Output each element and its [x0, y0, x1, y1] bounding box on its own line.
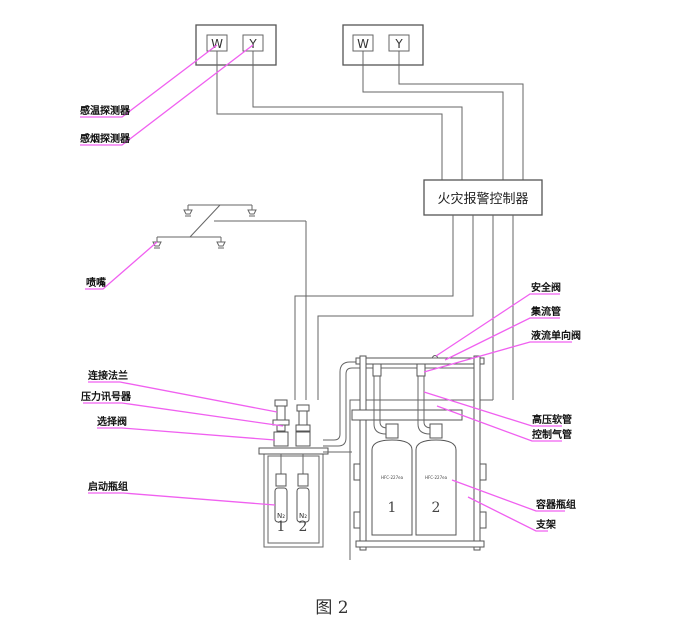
container-bottle-2-number: 2 [432, 500, 441, 516]
label-smoke-detector: 感烟探测器 [80, 132, 131, 145]
label-starter-bottle-group: 启动瓶组 [88, 480, 128, 493]
label-high-pressure-hose: 高压软管 [532, 413, 572, 426]
leader-lines [80, 44, 572, 532]
container-bottle-1-model: HFC-227ea [381, 475, 404, 480]
controller-wiring [214, 215, 514, 560]
label-connecting-flange: 连接法兰 [88, 369, 128, 382]
label-control-gas-pipe: 控制气管 [532, 428, 572, 441]
starter-bottle-2-number: 2 [299, 519, 308, 535]
label-selector-valve: 选择阀 [97, 415, 127, 428]
starter-bottle-2-gas: N₂ [299, 512, 307, 520]
nozzle-piping [156, 204, 253, 242]
detector-2: W Y [342, 24, 424, 66]
label-check-valve: 液流单向阀 [531, 329, 581, 342]
detector-1-terminal-y: Y [248, 37, 257, 51]
starter-bottle-group: N₂ N₂ 1 2 [258, 399, 329, 548]
label-heat-detector: 感温探测器 [80, 104, 131, 117]
safety-valve [431, 355, 439, 359]
fire-alarm-controller: 火灾报警控制器 [423, 179, 543, 216]
detector-1: W Y [195, 24, 277, 66]
figure-caption: 图 2 [315, 598, 348, 618]
control-gas-pipe [323, 361, 480, 453]
container-bottle-1-number: 1 [388, 500, 397, 516]
container-bottle-1: HFC-227ea 1 [371, 423, 413, 536]
controller-label: 火灾报警控制器 [437, 191, 528, 207]
label-safety-valve: 安全阀 [531, 281, 561, 294]
detector-2-terminal-w: W [357, 37, 369, 51]
label-rack: 支架 [535, 518, 556, 531]
detector-wiring [216, 51, 524, 180]
nozzle-icon [152, 209, 257, 249]
label-nozzle: 喷嘴 [86, 276, 106, 289]
label-manifold: 集流管 [530, 305, 561, 318]
label-pressure-switch: 压力讯号器 [81, 390, 132, 403]
starter-bottle-1-gas: N₂ [277, 512, 285, 520]
detector-2-terminal-y: Y [394, 37, 403, 51]
container-bottle-2: HFC-227ea 2 [415, 423, 457, 536]
label-container-bottle-group: 容器瓶组 [535, 498, 576, 511]
starter-bottle-1-number: 1 [277, 519, 286, 535]
high-pressure-hoses [372, 363, 433, 435]
container-bottle-2-model: HFC-227ea [425, 475, 448, 480]
